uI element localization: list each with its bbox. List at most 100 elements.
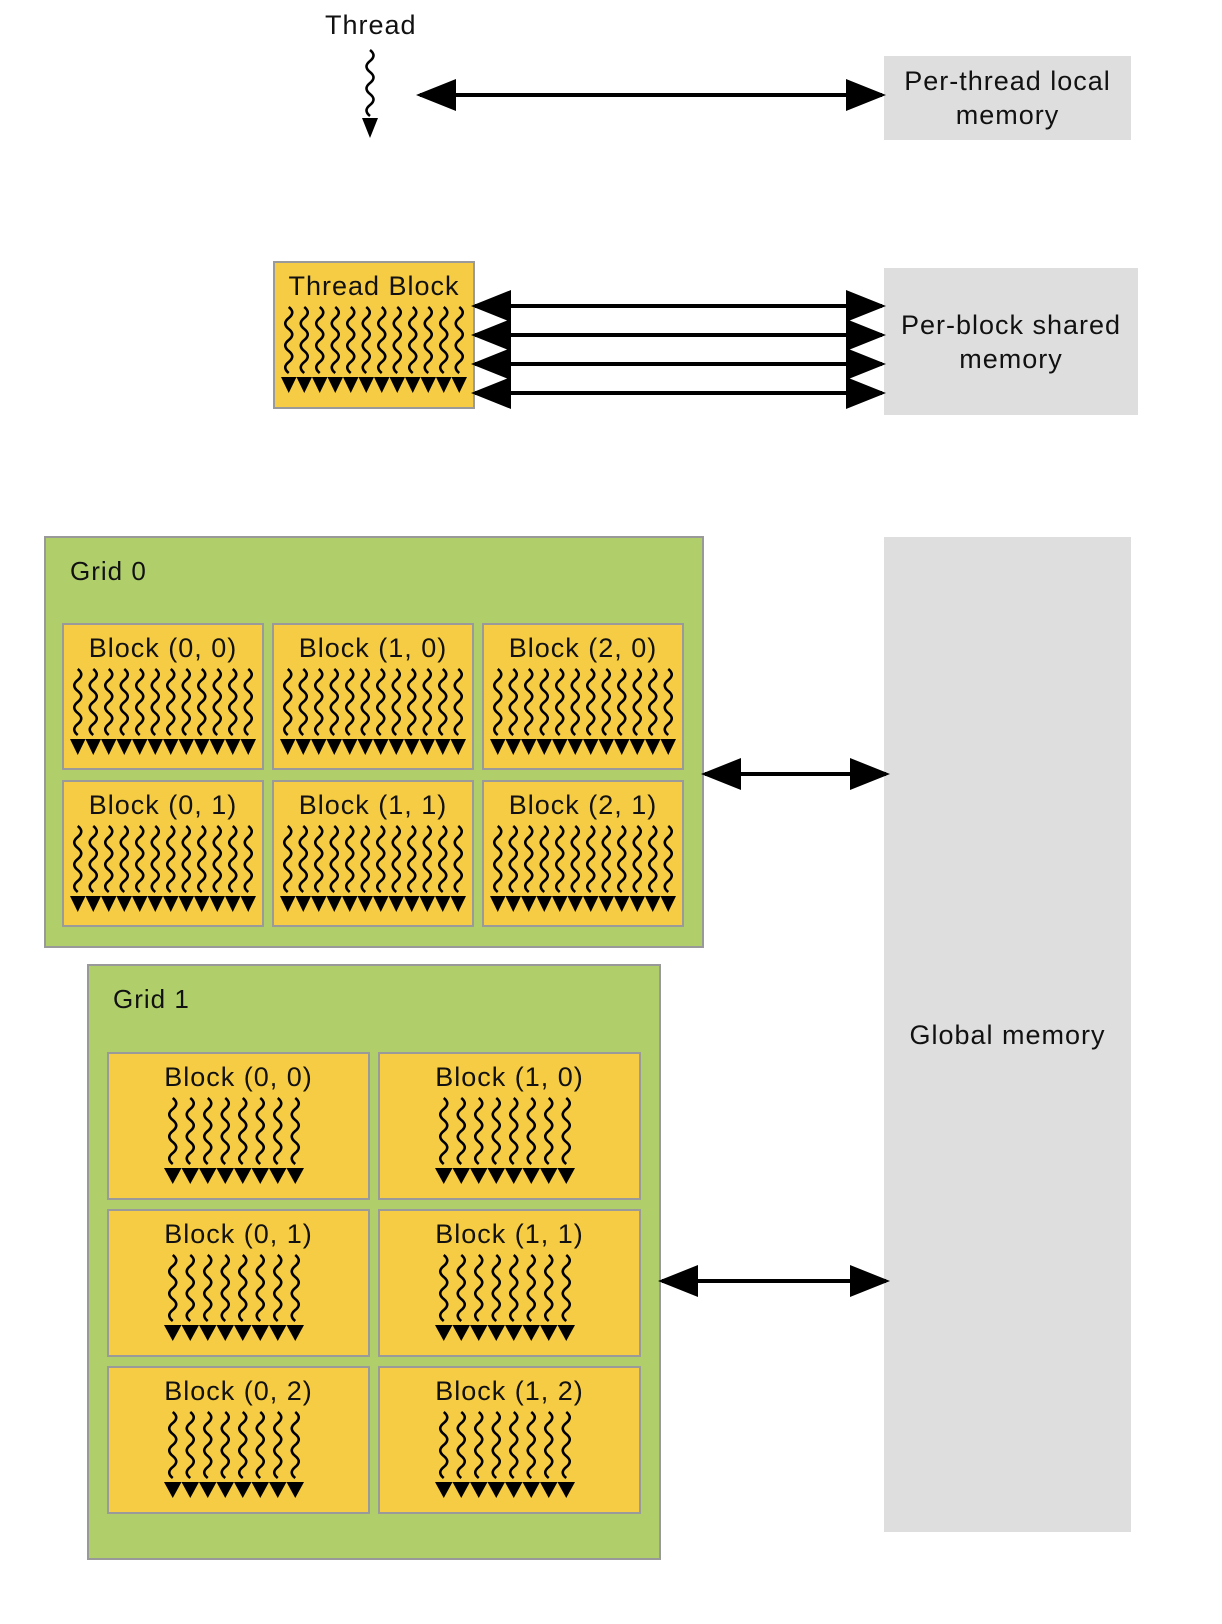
thread-arrowhead [389, 377, 405, 393]
thread-arrowhead [164, 1325, 182, 1341]
thread-arrowhead [225, 896, 241, 912]
thread-arrowhead [286, 1168, 304, 1184]
thread-wave [508, 824, 519, 894]
thread-arrowhead [405, 377, 421, 393]
thread-wave [453, 824, 464, 894]
thread-arrowhead [435, 896, 451, 912]
thread-arrowhead [357, 896, 373, 912]
thread-wave [72, 667, 83, 737]
thread-wave [167, 1410, 178, 1480]
thread-wave [360, 667, 371, 737]
thread-wave [407, 305, 418, 375]
thread-arrowhead [269, 1325, 287, 1341]
thread-wave [220, 1096, 231, 1166]
thread-wave [330, 305, 341, 375]
thread-arrowhead [234, 1325, 252, 1341]
grid-0-block: Block (0, 0) [62, 623, 264, 770]
block-label: Block (1, 1) [435, 1219, 584, 1249]
thread-arrowhead [85, 896, 101, 912]
thread-wave [561, 1410, 572, 1480]
thread-wave [255, 1096, 266, 1166]
thread-wave [454, 305, 465, 375]
thread-wave [212, 667, 223, 737]
thread-arrowhead [326, 896, 342, 912]
thread-wave [314, 305, 325, 375]
grid-1-label: Grid 1 [113, 984, 190, 1014]
thread-arrowhead [450, 896, 466, 912]
thread-arrowhead [598, 739, 614, 755]
thread-wave [181, 824, 192, 894]
thread-arrowhead [557, 1325, 575, 1341]
thread-wave [523, 667, 534, 737]
thread-block-label: Thread Block [288, 271, 460, 301]
thread-arrowhead [281, 377, 297, 393]
thread-wave [283, 305, 294, 375]
thread-wave [134, 824, 145, 894]
thread-label: Thread [325, 10, 417, 40]
thread-wave [88, 824, 99, 894]
thread-wave [237, 1096, 248, 1166]
thread-wave [290, 1410, 301, 1480]
thread-arrowhead [295, 739, 311, 755]
thread-arrowhead [209, 896, 225, 912]
thread-arrowhead [101, 896, 117, 912]
thread-arrowhead [147, 739, 163, 755]
thread-arrowhead [240, 896, 256, 912]
thread-wave [632, 667, 643, 737]
thread-arrowhead [583, 896, 599, 912]
thread-wave [523, 824, 534, 894]
thread-wave [406, 824, 417, 894]
thread-arrowhead [178, 739, 194, 755]
thread-wave [329, 667, 340, 737]
thread-wave [491, 1410, 502, 1480]
thread-wave [298, 667, 309, 737]
thread-wave [202, 1253, 213, 1323]
thread-wave [438, 1410, 449, 1480]
thread-arrowhead [435, 739, 451, 755]
thread-icon [362, 48, 378, 138]
thread-arrowhead [234, 1168, 252, 1184]
thread-arrowhead [296, 377, 312, 393]
thread-wave [134, 667, 145, 737]
thread-arrowhead [521, 739, 537, 755]
thread-wave [243, 824, 254, 894]
thread-arrowhead [199, 1325, 217, 1341]
thread-wave [202, 1096, 213, 1166]
thread-arrowhead [435, 1325, 453, 1341]
thread-arrowhead [251, 1168, 269, 1184]
thread-wave [508, 1096, 519, 1166]
thread-arrowhead [374, 377, 390, 393]
thread-wave [632, 824, 643, 894]
thread-arrowhead [286, 1482, 304, 1498]
thread-wave [473, 1096, 484, 1166]
thread-wave [543, 1253, 554, 1323]
thread-wave [365, 48, 375, 118]
thread-arrowhead [505, 896, 521, 912]
thread-arrowhead [269, 1168, 287, 1184]
thread-arrowhead [487, 1325, 505, 1341]
thread-wave [422, 824, 433, 894]
thread-wave [570, 824, 581, 894]
thread-arrowhead [199, 1168, 217, 1184]
thread-arrowhead [536, 739, 552, 755]
thread-arrowhead [216, 1482, 234, 1498]
thread-wave [344, 824, 355, 894]
thread-wave [299, 305, 310, 375]
threads-icon [490, 824, 676, 912]
thread-wave [391, 824, 402, 894]
threads-icon [70, 824, 256, 912]
thread-wave [492, 667, 503, 737]
threads-icon [490, 667, 676, 755]
thread-arrowhead [163, 739, 179, 755]
thread-wave [360, 824, 371, 894]
thread-arrowhead [269, 1482, 287, 1498]
block-label: Block (2, 1) [508, 790, 658, 820]
thread-arrowhead [452, 1482, 470, 1498]
thread-arrowhead [209, 739, 225, 755]
thread-wave [585, 824, 596, 894]
thread-wave [344, 667, 355, 737]
block-label: Block (1, 1) [298, 790, 448, 820]
thread-wave [663, 667, 674, 737]
thread-wave [272, 1253, 283, 1323]
thread-arrowhead [116, 739, 132, 755]
